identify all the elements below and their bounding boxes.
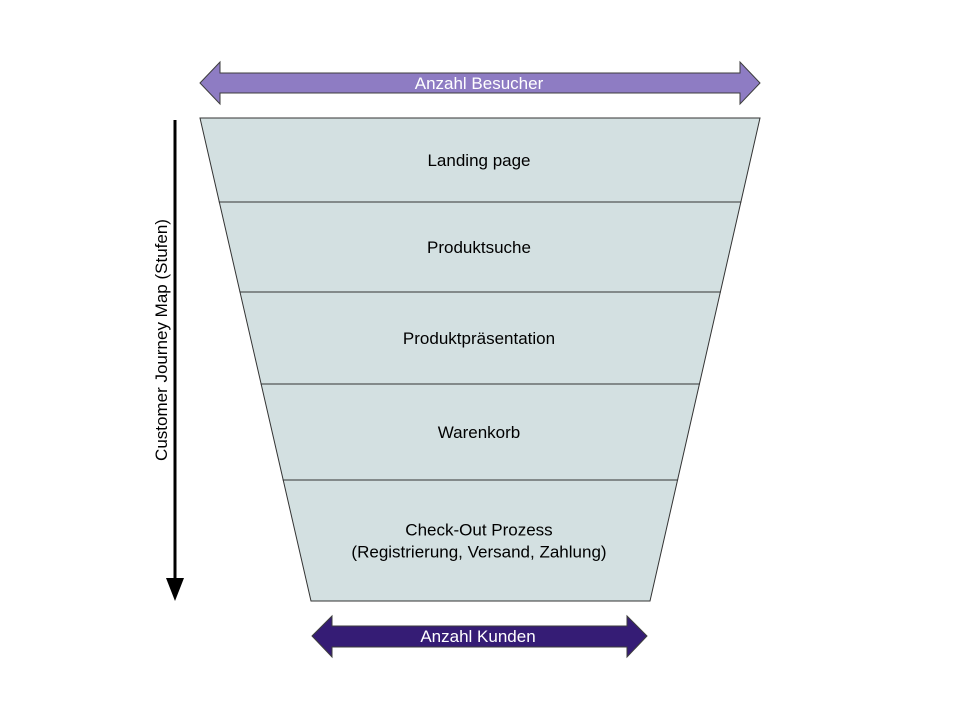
funnel-stage-produktprasentation-label: Produktpräsentation	[403, 329, 555, 348]
visitors-arrow-shape	[199, 60, 761, 106]
funnel-stage-warenkorb: Warenkorb	[260, 383, 701, 481]
journey-axis-arrowhead	[166, 578, 184, 601]
funnel-stage-check-out-prozess-label: (Registrierung, Versand, Zahlung)	[351, 543, 606, 562]
visitors-arrow: Anzahl Besucher	[199, 60, 761, 106]
funnel-stage-check-out-prozess-shape	[282, 479, 679, 602]
visitors-arrow-label: Anzahl Besucher	[415, 74, 544, 93]
funnel-stage-landing-page: Landing page	[199, 117, 761, 203]
journey-axis-label: Customer Journey Map (Stufen)	[152, 219, 171, 461]
funnel-stage-produktprasentation: Produktpräsentation	[239, 291, 721, 385]
funnel-stage-landing-page-label: Landing page	[427, 151, 530, 170]
funnel-stage-check-out-prozess-label: Check-Out Prozess	[405, 521, 552, 540]
funnel: Landing pageProduktsucheProduktpräsentat…	[199, 117, 761, 602]
funnel-stage-check-out-prozess: Check-Out Prozess (Registrierung, Versand…	[282, 479, 679, 602]
customers-arrow: Anzahl Kunden	[311, 614, 648, 659]
customers-arrow-shape	[311, 614, 648, 659]
funnel-stage-produktsuche-label: Produktsuche	[427, 238, 531, 257]
funnel-stage-produktsuche: Produktsuche	[218, 201, 742, 293]
customers-arrow-label: Anzahl Kunden	[420, 627, 535, 646]
funnel-stage-warenkorb-label: Warenkorb	[438, 423, 521, 442]
journey-axis: Customer Journey Map (Stufen)	[152, 120, 184, 601]
